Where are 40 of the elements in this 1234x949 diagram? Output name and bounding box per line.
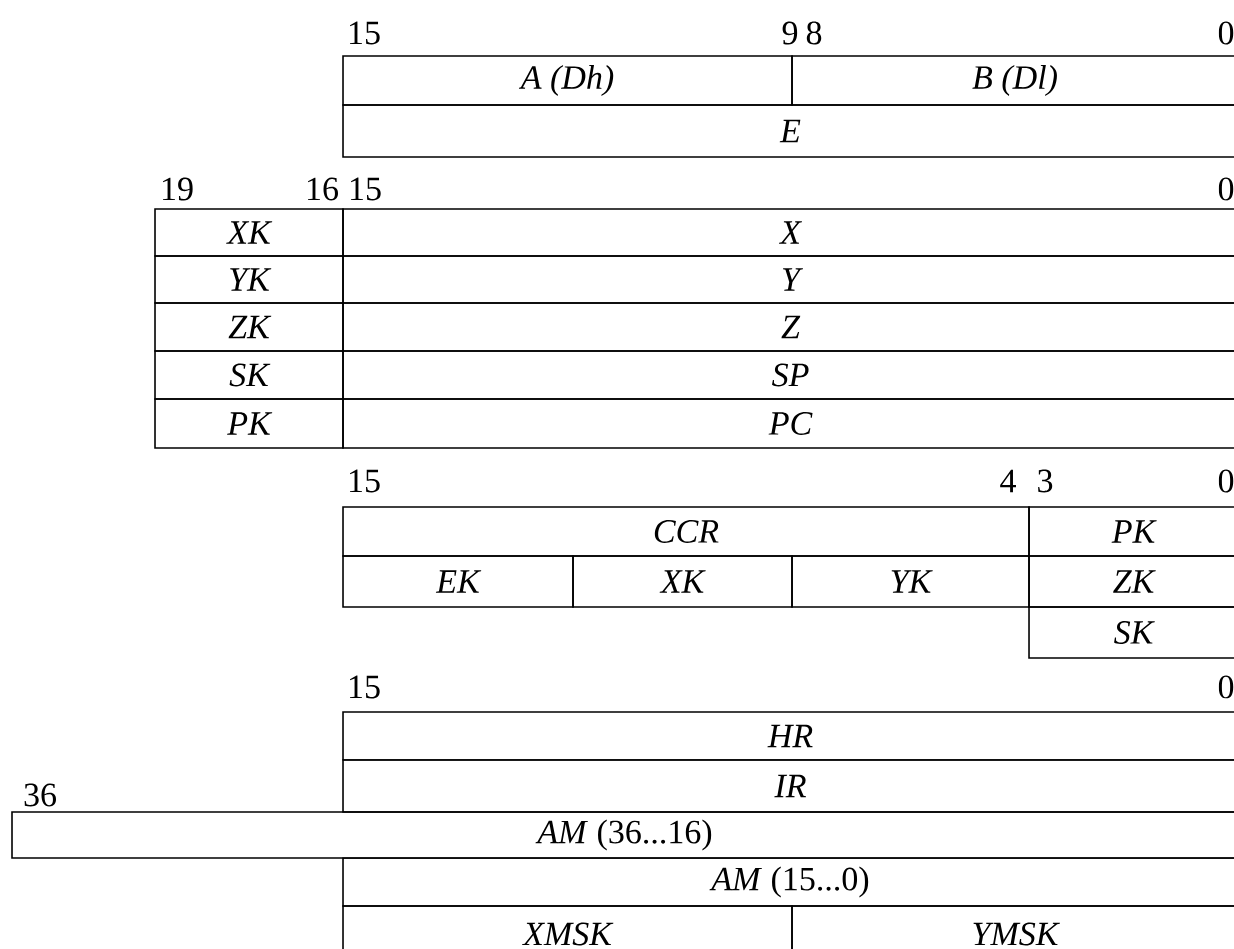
register-cell: B (Dl) bbox=[791, 55, 1234, 106]
register-cell: YK bbox=[154, 255, 344, 304]
register-cell: PK bbox=[154, 398, 344, 449]
register-cell: IR bbox=[342, 759, 1234, 813]
bit-number: 9 bbox=[782, 21, 798, 45]
bit-number: 15 bbox=[350, 675, 380, 699]
register-cell: YK bbox=[791, 555, 1030, 608]
register-cell: AM (36...16) bbox=[11, 811, 1234, 859]
register-cell: XMSK bbox=[342, 905, 793, 949]
register-cell: A (Dh) bbox=[342, 55, 793, 106]
register-cell: X bbox=[342, 208, 1234, 257]
register-cell: XK bbox=[572, 555, 793, 608]
bit-number: 0 bbox=[1218, 21, 1234, 45]
bit-number: 15 bbox=[351, 177, 381, 201]
register-cell: YMSK bbox=[791, 905, 1234, 949]
register-cell: XK bbox=[154, 208, 344, 257]
bit-number: 15 bbox=[350, 469, 380, 493]
register-cell: Y bbox=[342, 255, 1234, 304]
register-cell: AM (15...0) bbox=[342, 857, 1234, 907]
bit-number: 0 bbox=[1218, 177, 1234, 201]
register-cell: EK bbox=[342, 555, 574, 608]
register-cell: CCR bbox=[342, 506, 1030, 557]
bit-number: 3 bbox=[1038, 469, 1053, 493]
bit-number: 8 bbox=[806, 21, 822, 45]
register-cell: PK bbox=[1028, 506, 1234, 557]
bit-number: 4 bbox=[1000, 469, 1016, 493]
bit-number: 0 bbox=[1218, 675, 1234, 699]
register-cell: E bbox=[342, 104, 1234, 158]
bit-number: 0 bbox=[1218, 469, 1234, 493]
register-cell: PC bbox=[342, 398, 1234, 449]
register-cell: ZK bbox=[154, 302, 344, 352]
bit-number: 19 bbox=[163, 177, 193, 201]
register-cell: SP bbox=[342, 350, 1234, 400]
bit-number: 16 bbox=[308, 177, 338, 201]
bit-number: 15 bbox=[350, 21, 380, 45]
register-cell: SK bbox=[1028, 606, 1234, 659]
register-cell: ZK bbox=[1028, 555, 1234, 608]
register-cell: Z bbox=[342, 302, 1234, 352]
register-cell: HR bbox=[342, 711, 1234, 761]
register-cell: SK bbox=[154, 350, 344, 400]
